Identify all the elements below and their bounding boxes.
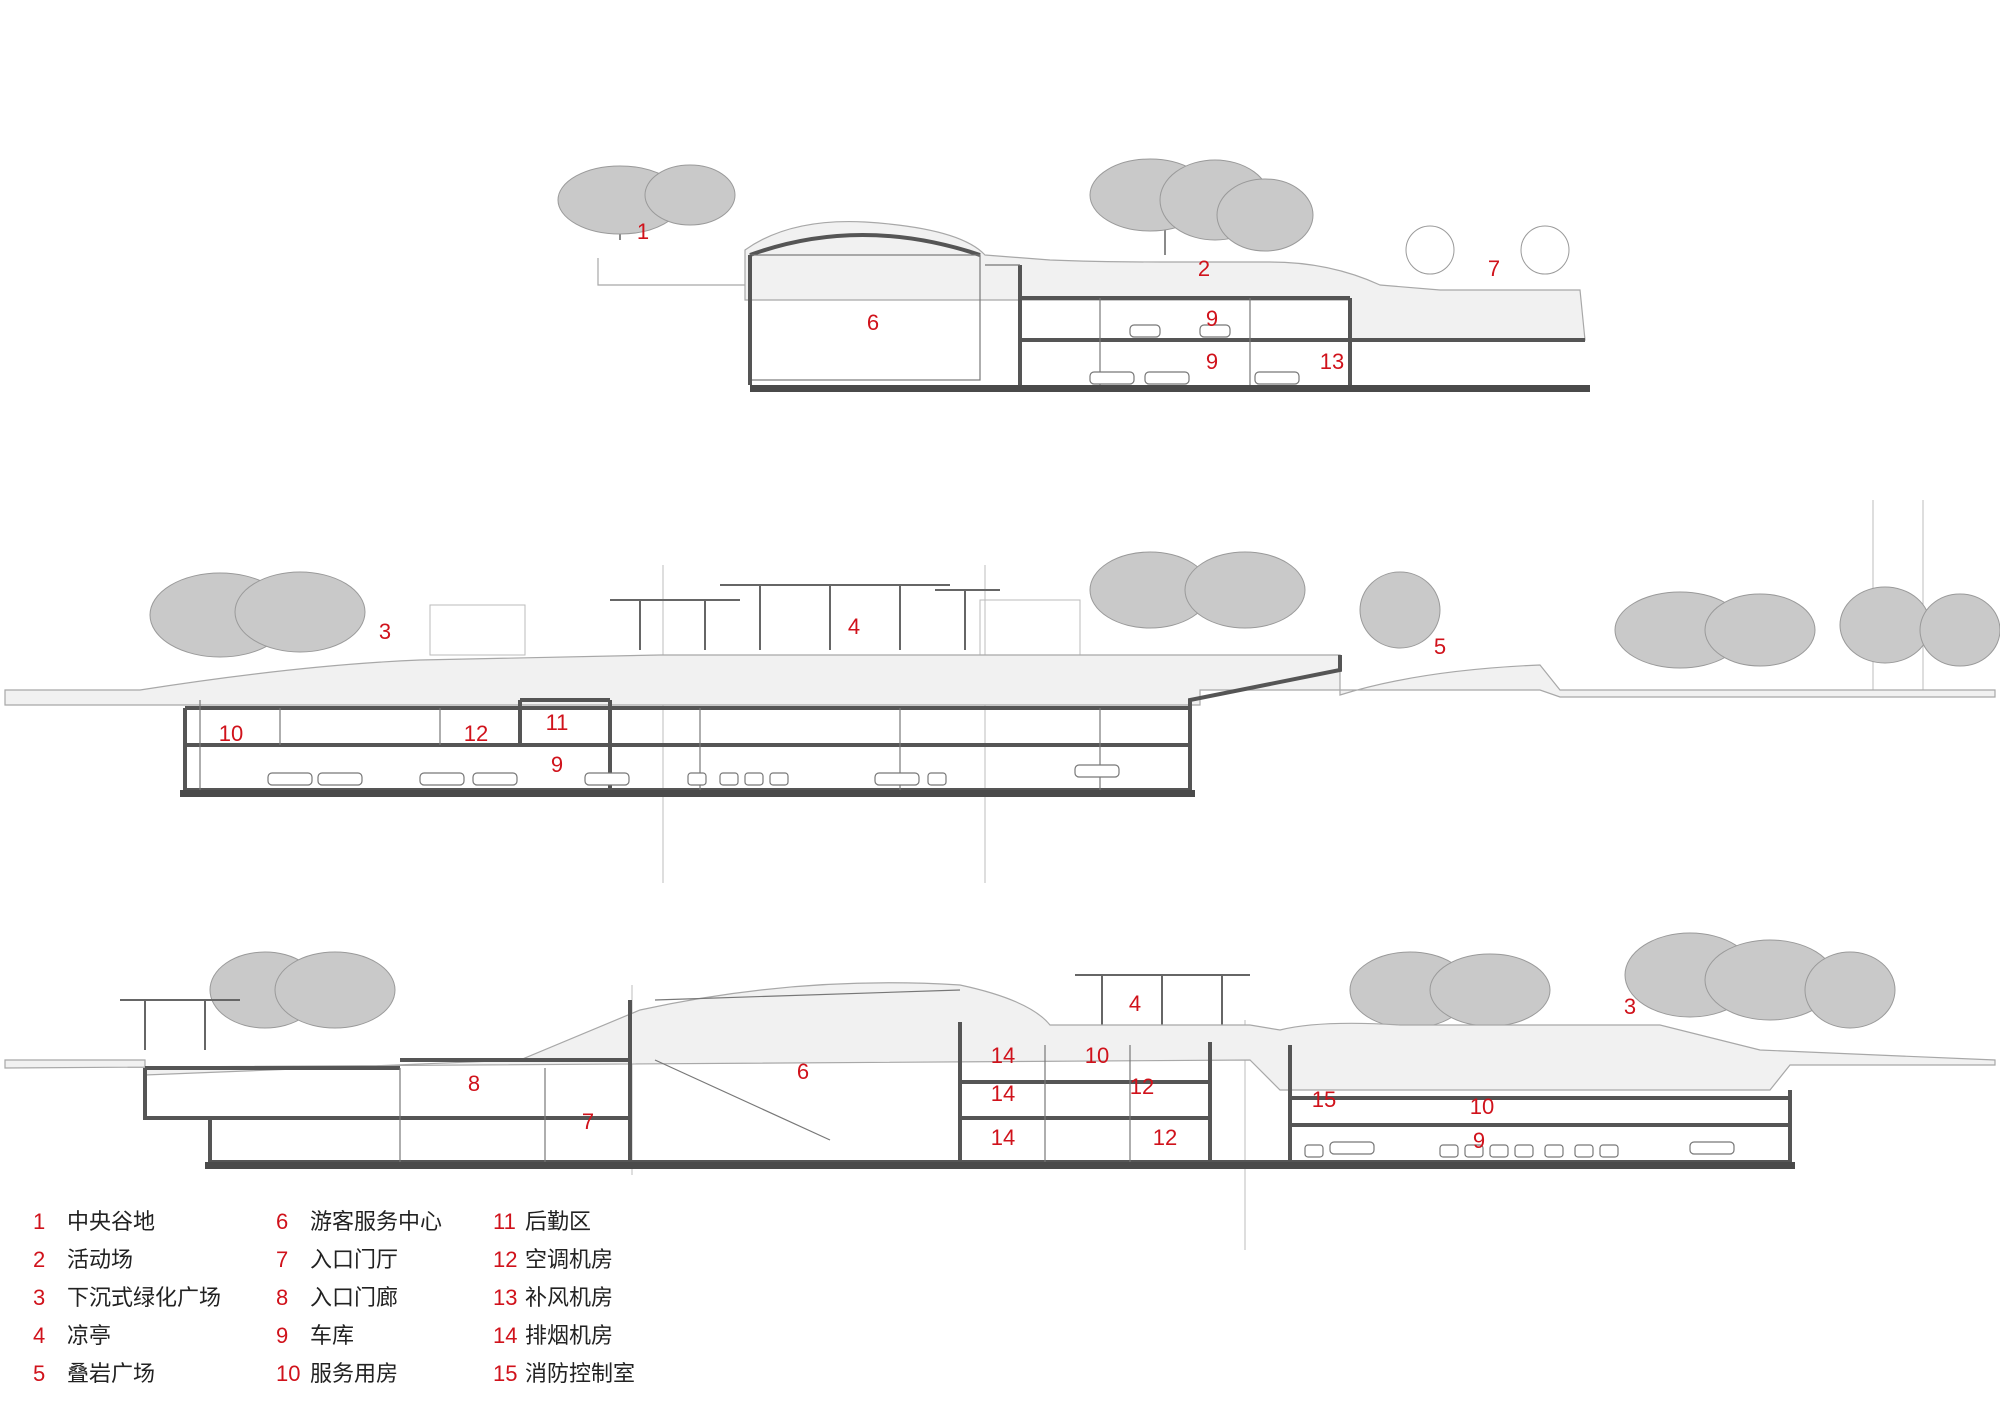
ground-mound-top	[597, 220, 1586, 341]
label-6-bottom: 6	[797, 1059, 809, 1084]
label-14-bottom-mid: 14	[991, 1081, 1015, 1106]
label-3-bottom: 3	[1624, 994, 1636, 1019]
label-12-bottom-lower: 12	[1153, 1125, 1177, 1150]
label-9-bottom: 9	[1473, 1128, 1485, 1153]
label-13-top: 13	[1320, 349, 1344, 374]
label-14-bottom-low: 14	[991, 1125, 1015, 1150]
label-6-top: 6	[867, 310, 879, 335]
label-10-bottom-right: 10	[1470, 1094, 1494, 1119]
section-bottom: 4 3 6 8 7 14 10 14 12 14 12 15 10 9	[4, 932, 1996, 1250]
cars-bottom	[1304, 1141, 1735, 1158]
section-middle: 3 4 5 10 12 11 9	[4, 500, 2000, 883]
label-11-middle: 11	[546, 710, 569, 735]
label-4-middle: 4	[848, 614, 860, 639]
label-9-top-upper: 9	[1206, 306, 1218, 331]
label-5-middle: 5	[1434, 634, 1446, 659]
label-14-bottom-top: 14	[991, 1043, 1015, 1068]
label-1-top: 1	[637, 219, 649, 244]
label-12-bottom-upper: 12	[1130, 1074, 1154, 1099]
label-3-middle: 3	[379, 619, 391, 644]
roof-arch-top	[749, 233, 981, 257]
label-10-bottom-left: 10	[1085, 1043, 1109, 1068]
trees-middle	[149, 551, 2000, 669]
ground-line-bottom	[4, 982, 1996, 1091]
label-2-top: 2	[1198, 256, 1210, 281]
trees-bottom	[209, 932, 1896, 1029]
label-7-bottom: 7	[582, 1109, 594, 1134]
label-10-middle: 10	[219, 721, 243, 746]
cars-top	[1089, 324, 1300, 385]
label-9-middle: 9	[551, 752, 563, 777]
cars-middle	[267, 764, 1120, 786]
label-8-bottom: 8	[468, 1071, 480, 1096]
label-9-top-lower: 9	[1206, 349, 1218, 374]
pavilion-canopies-bottom	[120, 974, 1250, 1050]
ground-line-middle	[4, 654, 1996, 706]
label-4-bottom: 4	[1129, 991, 1141, 1016]
trees-top	[557, 158, 1570, 275]
label-7-top: 7	[1488, 256, 1500, 281]
label-12-middle: 12	[464, 721, 488, 746]
label-15-bottom: 15	[1312, 1087, 1336, 1112]
section-top: 1 2 7 6 9 9 13	[557, 158, 1590, 392]
pavilion-canopies-middle	[610, 584, 1081, 656]
